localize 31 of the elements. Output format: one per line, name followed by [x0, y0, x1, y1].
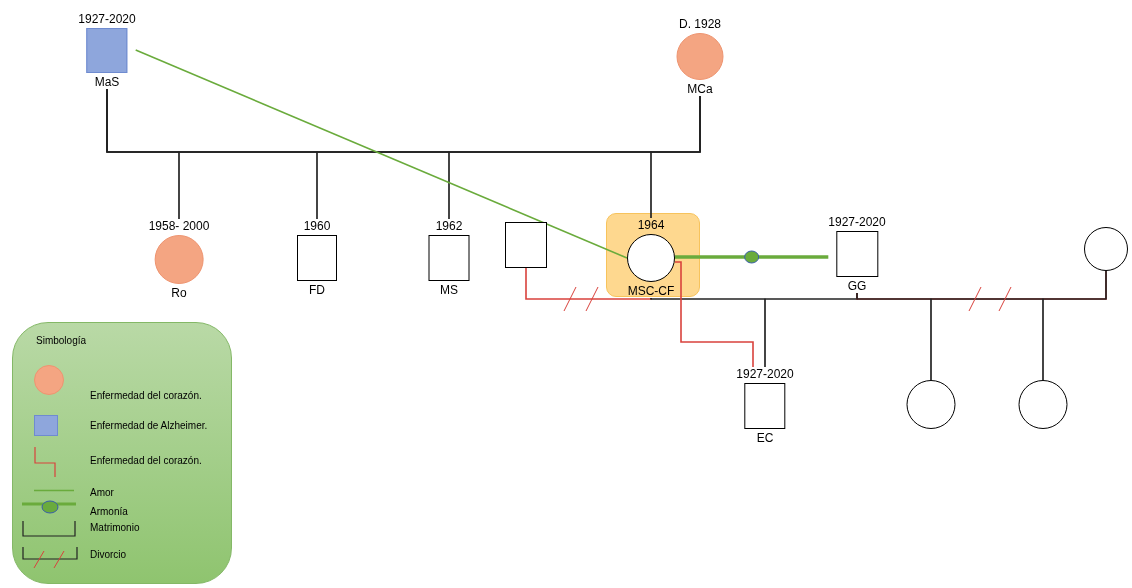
date-label: 1958- 2000 [148, 219, 210, 233]
date-label: 1964 [637, 218, 665, 232]
connector-line [134, 49, 628, 259]
person-name: FD [309, 283, 325, 297]
person-name: MSC-CF [627, 284, 675, 298]
legend-text: Amor [90, 487, 114, 499]
legend-text: Enfermedad del corazón. [90, 455, 202, 467]
legend-text: Armonía [90, 506, 128, 518]
date-label: 1927-2020 [736, 367, 794, 381]
legend-text: Matrimonio [90, 522, 140, 534]
highlight-box [606, 213, 700, 297]
person-name: MCa [687, 82, 713, 96]
harmony-line [675, 255, 829, 259]
legend-text: Divorcio [90, 549, 127, 561]
legend-text: Enfermedad del corazón. [90, 390, 202, 402]
connector-line [525, 267, 652, 300]
person-name: MS [440, 283, 458, 297]
date-label: D. 1928 [679, 17, 721, 31]
connector-line [1042, 270, 1107, 381]
date-label: 1927-2020 [78, 12, 136, 26]
person-name: Ro [171, 286, 187, 300]
person-name: GG [847, 279, 867, 293]
person-name: MaS [94, 75, 120, 89]
date-label: 1962 [435, 219, 463, 233]
date-label: 1927-2020 [828, 215, 886, 229]
legend-text: Enfermedad de Alzheimer. [90, 420, 208, 432]
connector-line [650, 95, 701, 219]
connector-line [674, 261, 754, 368]
date-label: 1960 [303, 219, 331, 233]
legend-title: Simbología [36, 335, 87, 347]
person-name: EC [756, 431, 774, 445]
